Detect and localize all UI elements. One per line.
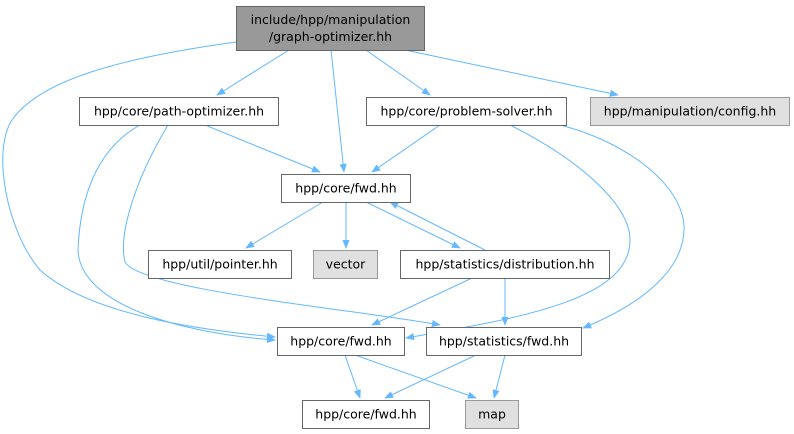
node-label: hpp/core/fwd.hh [290,334,391,349]
edge-root-to-manip-config [404,49,619,97]
node-label: /graph-optimizer.hh [269,29,392,44]
edge-stat-fwd-to-map [492,354,506,399]
edge-problem-solver-to-core-fwd-low [405,124,631,341]
nodes: include/hpp/manipulation/graph-optimizer… [79,6,790,429]
node-manip-config: hpp/manipulation/config.hh [590,97,790,126]
edge-root-to-core-fwd-mid [330,49,347,173]
edge-path-optimizer-to-stat-fwd [122,124,441,328]
node-map: map [465,400,519,429]
node-stat-fwd[interactable]: hpp/statistics/fwd.hh [426,327,582,356]
node-core-fwd-mid[interactable]: hpp/core/fwd.hh [281,174,411,203]
node-label: vector [326,257,367,272]
node-label: hpp/core/problem-solver.hh [380,104,552,119]
edge-core-fwd-low-to-core-fwd-bottom [344,354,361,399]
edge-core-fwd-mid-to-stat-distribution [365,201,461,249]
edge-root-to-path-optimizer [216,49,290,96]
edge-path-optimizer-to-core-fwd-low [77,124,276,343]
edge-stat-distribution-to-core-fwd-mid [389,201,486,251]
edge-stat-fwd-to-core-fwd-bottom [384,354,477,399]
node-stat-distribution[interactable]: hpp/statistics/distribution.hh [400,250,610,279]
edge-core-fwd-low-to-map [354,354,477,399]
node-label: include/hpp/manipulation [251,12,411,27]
node-problem-solver[interactable]: hpp/core/problem-solver.hh [366,97,567,126]
node-label: hpp/statistics/fwd.hh [439,334,569,349]
node-label: hpp/util/pointer.hh [162,257,277,272]
node-label: hpp/core/fwd.hh [315,407,416,422]
node-label: hpp/manipulation/config.hh [604,104,776,119]
node-util-pointer[interactable]: hpp/util/pointer.hh [148,250,292,279]
node-core-fwd-low[interactable]: hpp/core/fwd.hh [277,327,405,356]
edge-problem-solver-to-core-fwd-mid [371,124,441,173]
node-vector: vector [313,250,378,279]
node-path-optimizer[interactable]: hpp/core/path-optimizer.hh [79,97,279,126]
node-root[interactable]: include/hpp/manipulation/graph-optimizer… [236,6,425,51]
edge-core-fwd-mid-to-util-pointer [245,201,324,249]
edge-path-optimizer-to-core-fwd-mid [204,124,321,173]
edge-root-to-core-fwd-low [2,41,276,340]
edges [2,41,685,399]
node-label: hpp/core/fwd.hh [295,181,396,196]
edge-problem-solver-to-stat-fwd [559,124,685,329]
edge-root-to-problem-solver [365,49,431,96]
node-label: hpp/statistics/distribution.hh [416,257,595,272]
node-label: map [478,407,506,422]
edge-stat-distribution-to-core-fwd-low [371,277,473,326]
node-label: hpp/core/path-optimizer.hh [94,104,264,119]
node-core-fwd-bottom[interactable]: hpp/core/fwd.hh [302,400,430,429]
